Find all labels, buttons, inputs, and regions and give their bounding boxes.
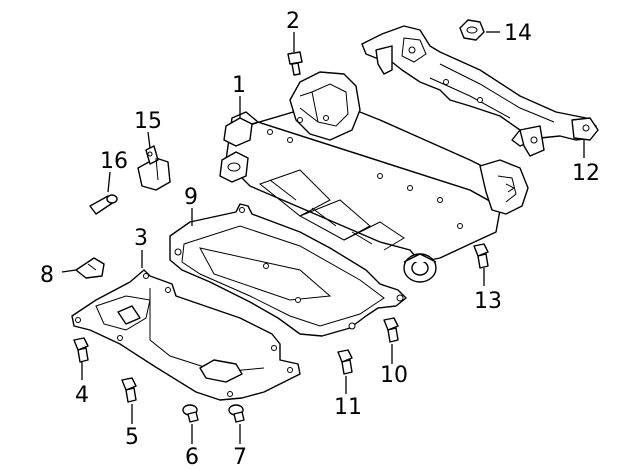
bolt-10 — [383, 317, 399, 343]
callout-4: 4 — [75, 383, 89, 408]
callout-1: 1 — [232, 73, 246, 98]
callout-6: 6 — [185, 445, 199, 470]
bolt-2 — [287, 51, 303, 76]
nut-part — [459, 19, 485, 41]
callout-2: 2 — [286, 9, 300, 34]
leader-lines — [61, 31, 585, 444]
rear-bracket-part — [361, 25, 599, 157]
callout-15: 15 — [134, 109, 162, 134]
callout-14: 14 — [504, 21, 532, 46]
crossmember-part — [219, 71, 529, 283]
callout-9: 9 — [184, 185, 198, 210]
callout-13: 13 — [474, 289, 502, 314]
callout-10: 10 — [380, 363, 408, 388]
callout-3: 3 — [134, 226, 148, 251]
shield-part — [169, 203, 407, 337]
bolt-6 — [182, 404, 199, 423]
bolt-13 — [473, 243, 489, 269]
callout-11: 11 — [334, 395, 362, 420]
callout-8: 8 — [40, 263, 54, 288]
clip-part — [75, 257, 105, 279]
callout-labels: 1 2 3 4 5 6 7 8 9 10 11 12 13 14 15 16 — [40, 9, 600, 470]
bolt-5 — [121, 377, 137, 403]
bolt-11 — [337, 349, 353, 375]
skid-plate-part — [71, 269, 301, 401]
callout-5: 5 — [125, 425, 139, 450]
callout-7: 7 — [233, 445, 247, 470]
bushing-part — [137, 145, 171, 191]
pin-part — [89, 194, 118, 215]
callout-12: 12 — [572, 161, 600, 186]
bolt-4 — [73, 337, 89, 363]
bolt-7 — [228, 404, 245, 423]
callout-16: 16 — [100, 149, 128, 174]
